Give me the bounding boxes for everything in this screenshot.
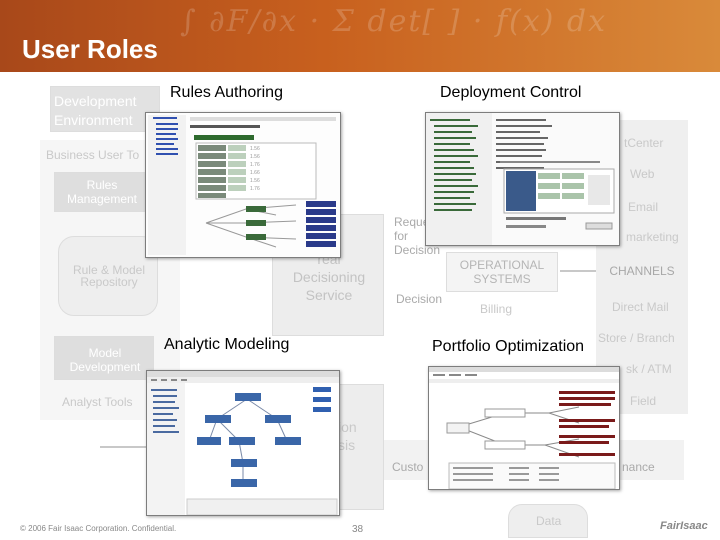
copyright-text: © 2006 Fair Isaac Corporation. Confident… bbox=[20, 524, 177, 533]
rules-authoring-caption: Rules Authoring bbox=[170, 84, 283, 101]
channel-item-web: Web bbox=[630, 167, 655, 181]
analysis-label: ion sis bbox=[338, 419, 357, 453]
svg-text:1.56: 1.56 bbox=[250, 178, 260, 184]
repository-cylinder bbox=[58, 236, 158, 316]
development-environment-box bbox=[50, 86, 160, 132]
request-for-decision-label: Reque for Decision bbox=[394, 215, 441, 257]
channel-item-direct-mail: Direct Mail bbox=[612, 300, 669, 314]
business-user-tools-label: Business User To bbox=[46, 148, 140, 162]
model-development-box bbox=[54, 336, 154, 380]
portfolio-optimization-screenshot bbox=[428, 366, 620, 490]
data-label: Data bbox=[536, 514, 562, 528]
deployment-control-graphic bbox=[426, 113, 619, 245]
rules-management-label: Rules Management bbox=[66, 178, 138, 206]
rules-management-box bbox=[54, 172, 154, 212]
analytic-modeling-graphic bbox=[147, 371, 339, 515]
operational-channels-arrow bbox=[560, 270, 596, 272]
svg-text:1.76: 1.76 bbox=[250, 186, 260, 192]
analytic-modeling-caption: Analytic Modeling bbox=[164, 336, 290, 353]
data-cylinder bbox=[508, 504, 588, 538]
portfolio-optimization-caption: Portfolio Optimization bbox=[432, 338, 585, 355]
analyst-tools-label: Analyst Tools bbox=[62, 395, 133, 409]
page-title: User Roles bbox=[22, 34, 158, 64]
analytic-modeling-screenshot bbox=[146, 370, 340, 516]
channel-item-email: Email bbox=[628, 200, 659, 214]
header-banner: ∫ ∂F/∂x · Σ det[ ] · f(x) dx bbox=[0, 0, 720, 72]
page-number: 38 bbox=[352, 524, 364, 535]
rule-model-repository-label: Rule & Model Repository bbox=[72, 263, 146, 289]
deployment-control-caption: Deployment Control bbox=[440, 84, 582, 101]
channel-item-call-center: tCenter bbox=[624, 136, 664, 150]
rules-authoring-graphic: 1.56 1.56 1.76 1.66 1.56 1.76 bbox=[146, 113, 340, 257]
rules-authoring-screenshot: 1.56 1.56 1.76 1.66 1.56 1.76 bbox=[145, 112, 341, 258]
svg-text:1.56: 1.56 bbox=[250, 154, 260, 160]
channel-item-marketing: marketing bbox=[626, 230, 679, 244]
performance-label: nance bbox=[622, 460, 655, 474]
formula-watermark: ∫ ∂F/∂x · Σ det[ ] · f(x) dx bbox=[180, 4, 608, 39]
deployment-control-screenshot bbox=[425, 112, 620, 246]
decisioning-service-label: real Decisioning Service bbox=[292, 251, 366, 303]
operational-systems-label: OPERATIONAL SYSTEMS bbox=[459, 258, 545, 286]
operational-systems-box bbox=[446, 252, 558, 292]
channels-label: CHANNELS bbox=[609, 264, 675, 278]
svg-text:1.56: 1.56 bbox=[250, 146, 260, 152]
svg-text:1.66: 1.66 bbox=[250, 170, 260, 176]
svg-text:1.76: 1.76 bbox=[250, 162, 260, 168]
channel-item-store-branch: Store / Branch bbox=[598, 331, 675, 345]
decision-label: Decision bbox=[396, 292, 443, 306]
development-environment-label: Development Environment bbox=[54, 93, 137, 128]
channel-item-kiosk-atm: sk / ATM bbox=[626, 362, 672, 376]
billing-label: Billing bbox=[480, 302, 513, 316]
model-development-label: Model Development bbox=[69, 346, 141, 374]
channel-item-field: Field bbox=[630, 394, 657, 408]
fair-isaac-logo: FairIsaac bbox=[660, 520, 708, 532]
customer-label: Custo bbox=[392, 460, 424, 474]
portfolio-optimization-graphic bbox=[429, 367, 619, 489]
